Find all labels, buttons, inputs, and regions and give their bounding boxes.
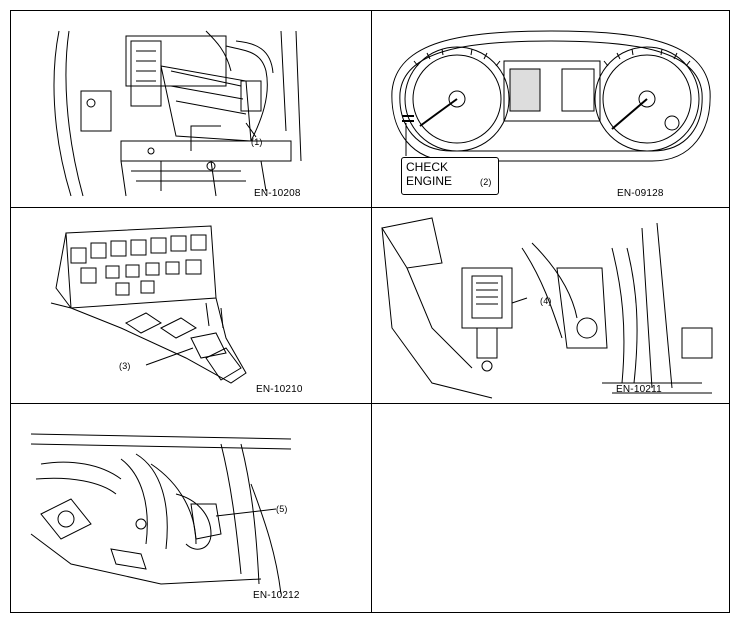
fuse-box-illustration: [50, 225, 247, 384]
connector-illustration: [381, 217, 713, 399]
panel-2: CHECK ENGINE (2) EN-09128: [372, 11, 731, 207]
callout-1: (1): [251, 137, 263, 147]
instrument-cluster-illustration: [391, 30, 711, 162]
grid-divider-vertical: [371, 11, 372, 612]
callout-4: (4): [540, 296, 552, 306]
figure-code: EN-10211: [616, 384, 662, 395]
figure-code: EN-10210: [256, 384, 303, 395]
callout-2: (2): [480, 177, 492, 187]
callout-5: (5): [276, 504, 288, 514]
panel-5: (5) EN-10212: [11, 404, 371, 613]
figure-grid: (1) EN-10208 CHECK ENGINE: [10, 10, 730, 613]
warning-line-2: ENGINE: [406, 174, 453, 188]
callout-3: (3): [119, 361, 131, 371]
check-engine-label: CHECK ENGINE: [401, 157, 499, 195]
figure-code: EN-10212: [253, 590, 300, 601]
figure-code: EN-09128: [617, 188, 664, 199]
warning-line-1: CHECK: [406, 160, 449, 174]
figure-code: EN-10208: [254, 188, 301, 199]
grid-divider-horizontal-2: [11, 403, 729, 404]
panel-4: (4) EN-10211: [372, 208, 731, 403]
panel-3: (3) EN-10210: [11, 208, 371, 403]
harness-illustration: [30, 433, 292, 595]
grid-divider-horizontal-1: [11, 207, 729, 208]
ecm-illustration: [53, 30, 302, 197]
panel-empty: [372, 404, 731, 613]
panel-1: (1) EN-10208: [11, 11, 371, 207]
